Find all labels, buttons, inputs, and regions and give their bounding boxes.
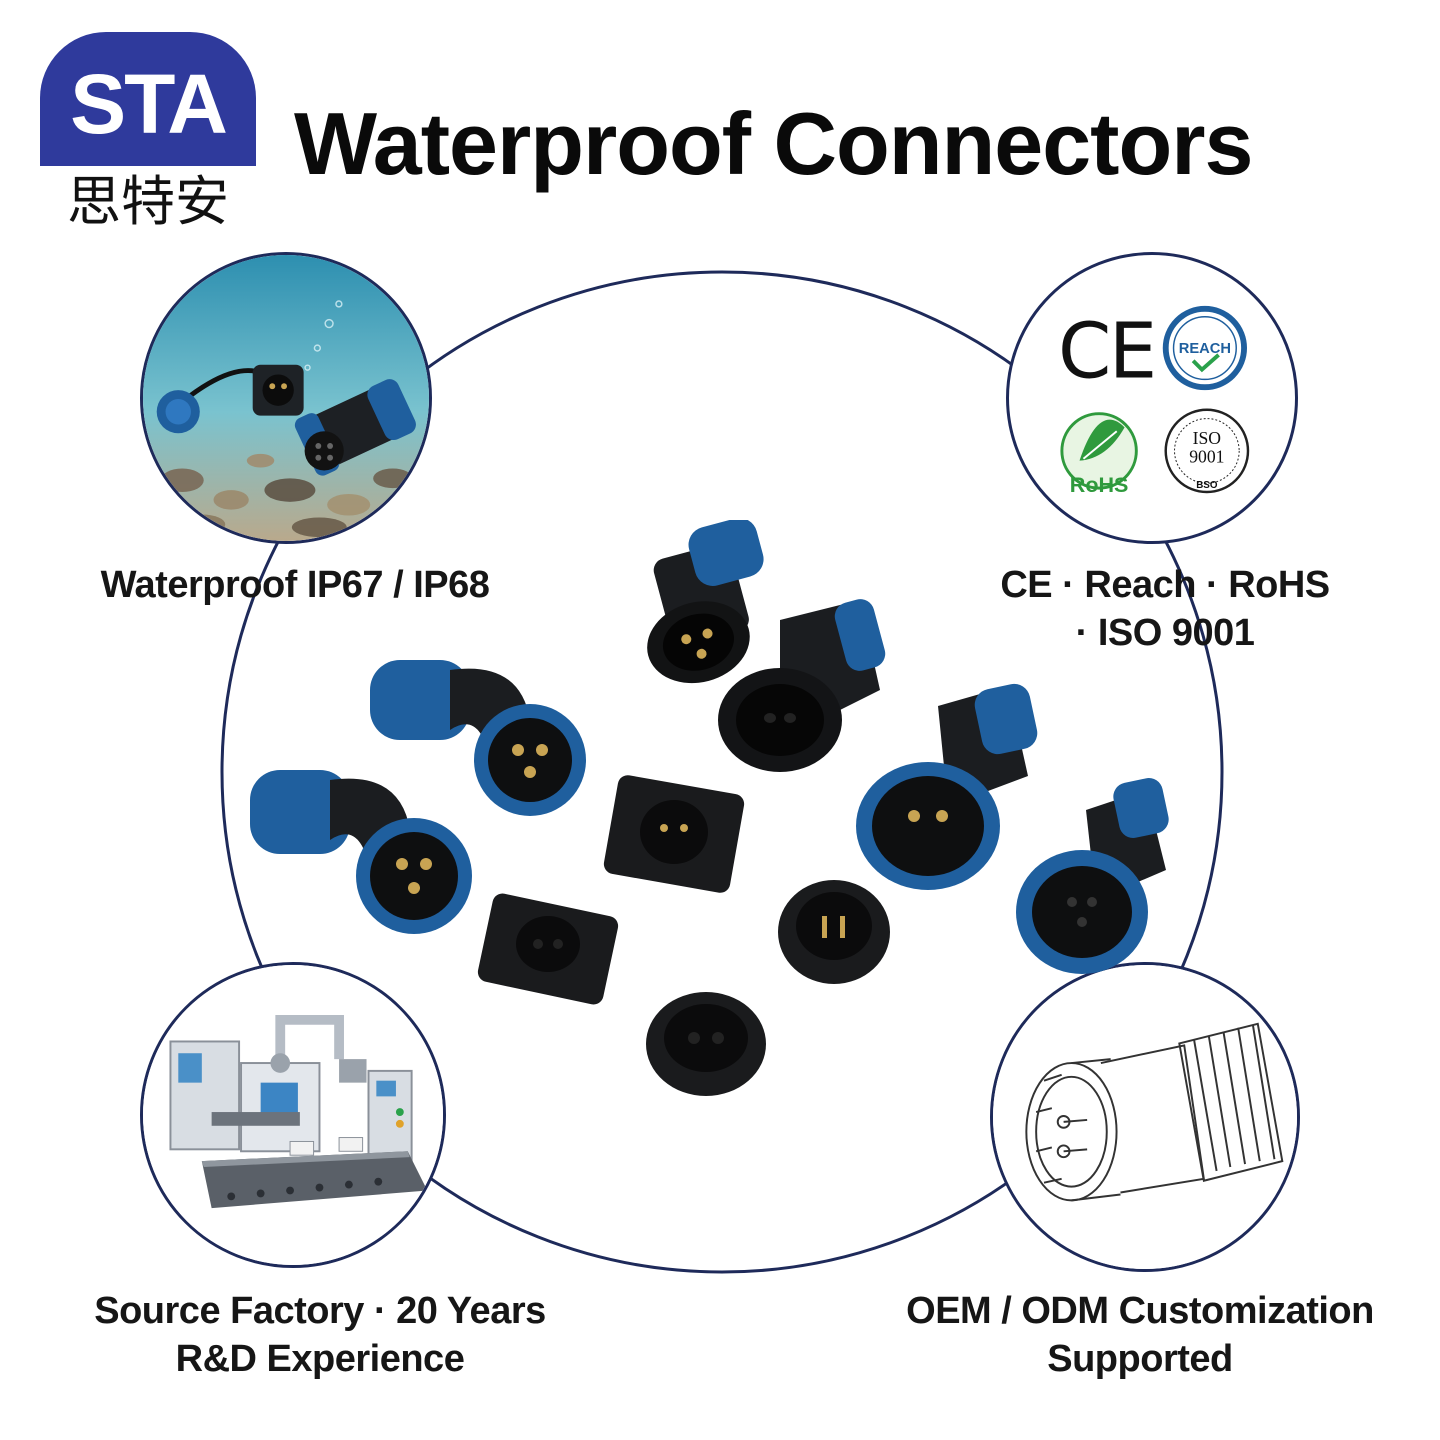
tapered-socket-connector-icon: [718, 599, 886, 772]
caption-line: Source Factory · 20 Years: [94, 1290, 546, 1332]
blue-ring-socket-connector-icon: [1016, 778, 1169, 974]
svg-text:ISO: ISO: [1193, 428, 1221, 448]
connector-line-drawing-illustration: [993, 965, 1297, 1269]
underwater-connector-illustration: [143, 255, 429, 541]
certifications-caption: CE · Reach · RoHS · ISO 9001: [940, 562, 1390, 657]
connector-product-group: [250, 520, 1169, 1096]
caption-line: · ISO 9001: [1075, 611, 1255, 654]
logo-text: STA: [70, 57, 228, 151]
caption-line: Waterproof IP67 / IP68: [100, 564, 490, 606]
straight-plug-connector-icon: [647, 520, 764, 684]
brand-logo: STA: [40, 32, 256, 166]
factory-caption: Source Factory · 20 Years R&D Experience: [40, 1288, 600, 1383]
right-angle-connector-icon: [250, 770, 472, 934]
caption-line: CE · Reach · RoHS: [1000, 564, 1330, 606]
oem-caption: OEM / ODM Customization Supported: [880, 1288, 1400, 1383]
waterproof-caption: Waterproof IP67 / IP68: [50, 562, 540, 610]
svg-text:REACH: REACH: [1179, 341, 1231, 357]
factory-production-line-illustration: [143, 965, 443, 1265]
certifications-circle: C E REACH RoHS ISO 9001 BSO: [1006, 252, 1298, 544]
factory-circle: [140, 962, 446, 1268]
iso-badge-icon: ISO 9001 BSO: [1164, 408, 1250, 494]
blue-ring-plug-connector-icon: [856, 683, 1038, 890]
caption-line: OEM / ODM Customization: [906, 1290, 1374, 1332]
round-receptacle-icon: [646, 992, 766, 1096]
svg-text:BSO: BSO: [1196, 480, 1218, 491]
ce-mark-icon: C E: [1058, 307, 1157, 396]
panel-mount-receptacle-icon: [603, 775, 745, 893]
svg-text:RoHS: RoHS: [1070, 473, 1129, 497]
caption-line: R&D Experience: [175, 1337, 465, 1380]
page-title: Waterproof Connectors: [294, 94, 1253, 193]
caption-line: Supported: [1047, 1337, 1233, 1380]
reach-badge-icon: REACH: [1162, 305, 1248, 391]
svg-text:9001: 9001: [1189, 447, 1224, 467]
certification-logos: C E REACH RoHS ISO 9001 BSO: [1058, 305, 1250, 497]
rohs-badge-icon: RoHS: [1060, 412, 1138, 497]
waterproof-circle: [140, 252, 432, 544]
logo-chinese-name: 思特安: [67, 170, 229, 233]
right-angle-connector-icon: [370, 660, 586, 816]
svg-text:C: C: [1058, 307, 1111, 396]
svg-text:E: E: [1109, 307, 1157, 396]
oem-circle: [990, 962, 1300, 1272]
panel-mount-receptacle-icon: [477, 893, 619, 1005]
round-receptacle-icon: [778, 880, 890, 984]
